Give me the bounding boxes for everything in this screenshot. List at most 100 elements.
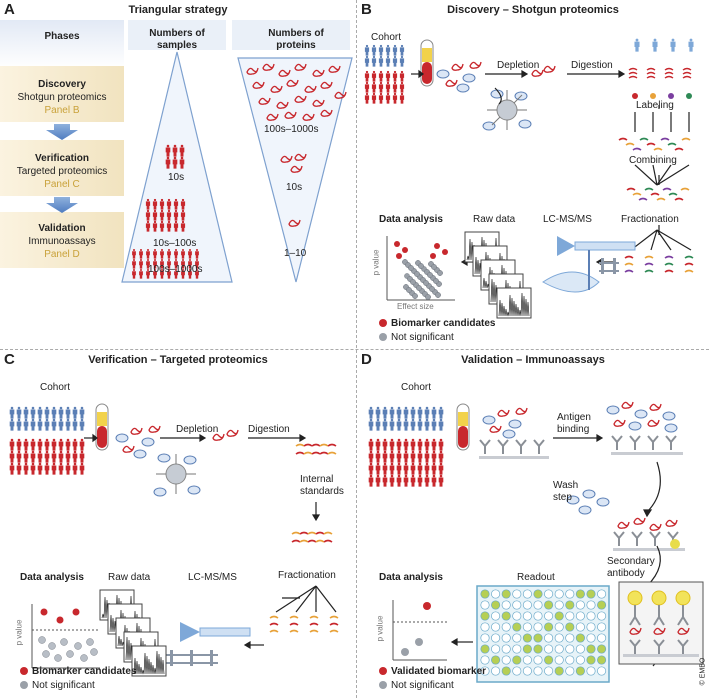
- person-icon: [385, 44, 391, 56]
- label-tag-icon: [686, 93, 692, 99]
- person-icon: [378, 55, 384, 67]
- red-dot-icon: [379, 667, 387, 675]
- person-icon: [165, 144, 171, 157]
- well: [575, 611, 585, 621]
- person-icon: [368, 450, 374, 463]
- protein-icon: [436, 69, 450, 79]
- protein-icon: [328, 65, 341, 73]
- nonsignificant-point: [54, 654, 62, 662]
- significant-point: [396, 253, 402, 259]
- antibody-icon: [631, 531, 643, 546]
- well: [533, 611, 543, 621]
- significant-point: [40, 608, 48, 616]
- combined-peptide-icon: [644, 187, 654, 191]
- protein-icon: [320, 109, 333, 117]
- well: [501, 633, 511, 643]
- well: [533, 644, 543, 654]
- well: [597, 611, 607, 621]
- person-icon: [438, 462, 444, 475]
- well: [575, 655, 585, 665]
- protein-icon: [662, 411, 676, 421]
- sample-count: 10s: [168, 172, 185, 183]
- grey-dot-icon: [379, 681, 387, 689]
- panel-d-graphics: [368, 401, 704, 683]
- fraction-peptide-icon: [289, 629, 299, 633]
- cohort-people-icon: [9, 406, 85, 475]
- person-icon: [181, 268, 185, 279]
- legend-significant: Biomarker candidates: [379, 318, 496, 329]
- legend-not-significant: Not significant: [379, 332, 454, 343]
- spiked-peptide-icon: [307, 531, 317, 535]
- combined-peptide-icon: [680, 187, 690, 191]
- panel-d: D Validation – Immunoassays: [357, 350, 709, 698]
- significant-point: [394, 241, 400, 247]
- peptide-icon: [628, 71, 638, 75]
- label-tag-icon: [668, 93, 674, 99]
- panel-c-graphics: [9, 403, 339, 677]
- protein-icon: [647, 419, 660, 427]
- person-icon: [160, 258, 164, 269]
- protein-icon: [613, 419, 626, 427]
- person-icon: [9, 450, 15, 463]
- antibody-icon: [515, 439, 527, 454]
- well: [565, 600, 575, 610]
- spiked-peptide-icon: [291, 539, 301, 543]
- person-icon: [424, 438, 430, 451]
- peptide-icon: [664, 75, 674, 79]
- antibody-icon: [629, 605, 641, 626]
- well: [522, 611, 532, 621]
- plate-surface: [613, 548, 685, 551]
- person-icon: [382, 474, 388, 487]
- person-icon: [16, 450, 22, 463]
- fraction-peptide-icon: [269, 629, 279, 633]
- fraction-peptide-icon: [289, 615, 299, 619]
- panel-b: B Discovery – Shotgun proteomics: [357, 0, 709, 349]
- signal-glow-icon: [651, 590, 667, 606]
- person-icon: [172, 156, 178, 169]
- nonsignificant-point: [425, 294, 431, 300]
- person-icon: [188, 248, 192, 259]
- significant-point: [72, 608, 80, 616]
- panel-title: Discovery – Shotgun proteomics: [447, 4, 619, 16]
- mixed-peptide-icon: [646, 142, 656, 146]
- person-icon: [424, 406, 430, 419]
- person-icon: [58, 462, 64, 475]
- protein-count: 10s: [286, 182, 303, 193]
- person-icon: [375, 474, 381, 487]
- panel-c: C Verification – Targeted proteomics: [0, 350, 356, 698]
- nonsignificant-point: [408, 265, 414, 271]
- fraction-peptide-icon: [664, 255, 674, 259]
- flow-arrow-icon: [315, 585, 337, 613]
- well: [491, 644, 501, 654]
- protein-icon: [482, 121, 496, 131]
- person-icon: [44, 462, 50, 475]
- protein-icon: [212, 433, 225, 441]
- lcms-label: LC-MS/MS: [188, 572, 237, 583]
- cohort-label: Cohort: [371, 32, 402, 43]
- person-icon: [146, 258, 150, 269]
- protein-icon: [469, 61, 482, 69]
- well: [480, 611, 490, 621]
- combined-peptide-icon: [662, 187, 672, 191]
- raw-data-label: Raw data: [108, 572, 151, 583]
- well: [544, 666, 554, 676]
- person-icon: [180, 220, 186, 232]
- person-icon: [688, 38, 694, 52]
- person-icon: [51, 462, 57, 475]
- person-icon: [403, 450, 409, 463]
- well: [501, 611, 511, 621]
- peptide-icon: [664, 67, 674, 71]
- person-icon: [44, 438, 50, 451]
- well: [522, 644, 532, 654]
- flow-arrow-icon: [656, 229, 692, 251]
- person-icon: [30, 450, 36, 463]
- well: [512, 655, 522, 665]
- antibody-icon: [653, 605, 665, 626]
- person-icon: [58, 406, 64, 419]
- person-icon: [51, 450, 57, 463]
- person-icon: [153, 268, 157, 279]
- readout-label: Readout: [517, 572, 555, 583]
- person-icon: [438, 406, 444, 419]
- protein-icon: [246, 63, 347, 227]
- person-icon: [174, 268, 178, 279]
